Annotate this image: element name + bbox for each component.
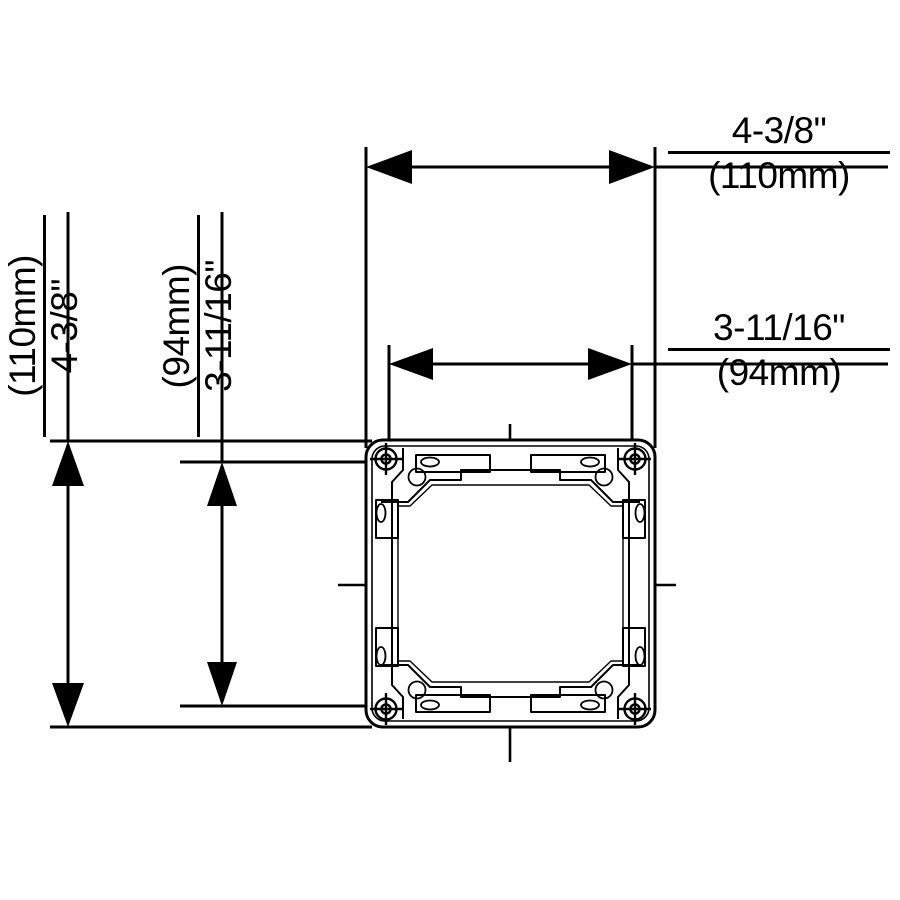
tab-strip-top-left (415, 454, 491, 473)
arrowhead-top-inner-left (389, 348, 433, 380)
callout-rule (43, 215, 46, 437)
inner-width-metric: (94mm) (716, 352, 842, 393)
arrowhead-left-overall-bottom (52, 683, 84, 727)
corner-bracket-bottom-right (617, 664, 640, 719)
tab-oval-top-left (420, 456, 440, 468)
callout-rule (197, 215, 200, 437)
round-hole-top-left (407, 467, 427, 487)
callout-overall-height: 4-3/8" (110mm) (2, 215, 85, 437)
tab-strip-bottom-left (415, 694, 491, 713)
crosshair-screw-icon-top-left (370, 443, 402, 475)
corner-bracket-bottom-left (381, 664, 404, 719)
side-slot-left-top (375, 503, 387, 523)
inner-height-imperial: 3-11/16" (198, 260, 239, 392)
outer-outline (364, 438, 657, 729)
corner-bracket-top-left (381, 448, 404, 503)
side-slot-right-top (634, 503, 646, 523)
callout-inner-height: 3-11/16" (94mm) (156, 215, 239, 437)
arrowhead-left-inner-bottom (207, 662, 237, 706)
tab-oval-top-right (580, 456, 600, 468)
overall-height-imperial: 4-3/8" (44, 278, 85, 374)
arrowhead-left-overall-top (52, 441, 84, 486)
overall-width-metric: (110mm) (708, 155, 850, 196)
callout-rule (668, 348, 890, 351)
overall-height-metric: (110mm) (2, 255, 43, 397)
tab-oval-bottom-right (580, 699, 600, 711)
dimension-lines (50, 147, 888, 729)
round-hole-bottom-right (594, 680, 614, 700)
side-boss-left-top (375, 499, 399, 539)
tab-oval-bottom-left (420, 699, 440, 711)
arrowhead-left-inner-top (207, 462, 237, 506)
inner-width-imperial: 3-11/16" (713, 307, 845, 348)
cover-plate-part (364, 438, 657, 729)
overall-width-imperial: 4-3/8" (731, 110, 827, 151)
side-boss-right-top (622, 499, 646, 539)
corner-bracket-top-right (617, 448, 640, 503)
callout-overall-width: 4-3/8" (110mm) (668, 112, 890, 194)
round-hole-bottom-left (407, 680, 427, 700)
outer-outline-inner-rim (371, 445, 650, 722)
round-hole-top-right (594, 467, 614, 487)
arrowhead-top-inner-right (588, 348, 632, 380)
arrowhead-top-overall-left (366, 150, 412, 184)
crosshair-screw-icon-bottom-right (619, 693, 651, 725)
inner-height-metric: (94mm) (156, 263, 197, 389)
arrowhead-top-overall-right (609, 150, 655, 184)
crosshair-screw-icon-bottom-left (370, 693, 402, 725)
callout-inner-width: 3-11/16" (94mm) (668, 309, 890, 391)
tab-strip-bottom-right (530, 694, 606, 713)
tab-strip-top-right (530, 454, 606, 473)
crosshair-screw-icon-top-right (619, 443, 651, 475)
callout-rule (668, 151, 890, 154)
